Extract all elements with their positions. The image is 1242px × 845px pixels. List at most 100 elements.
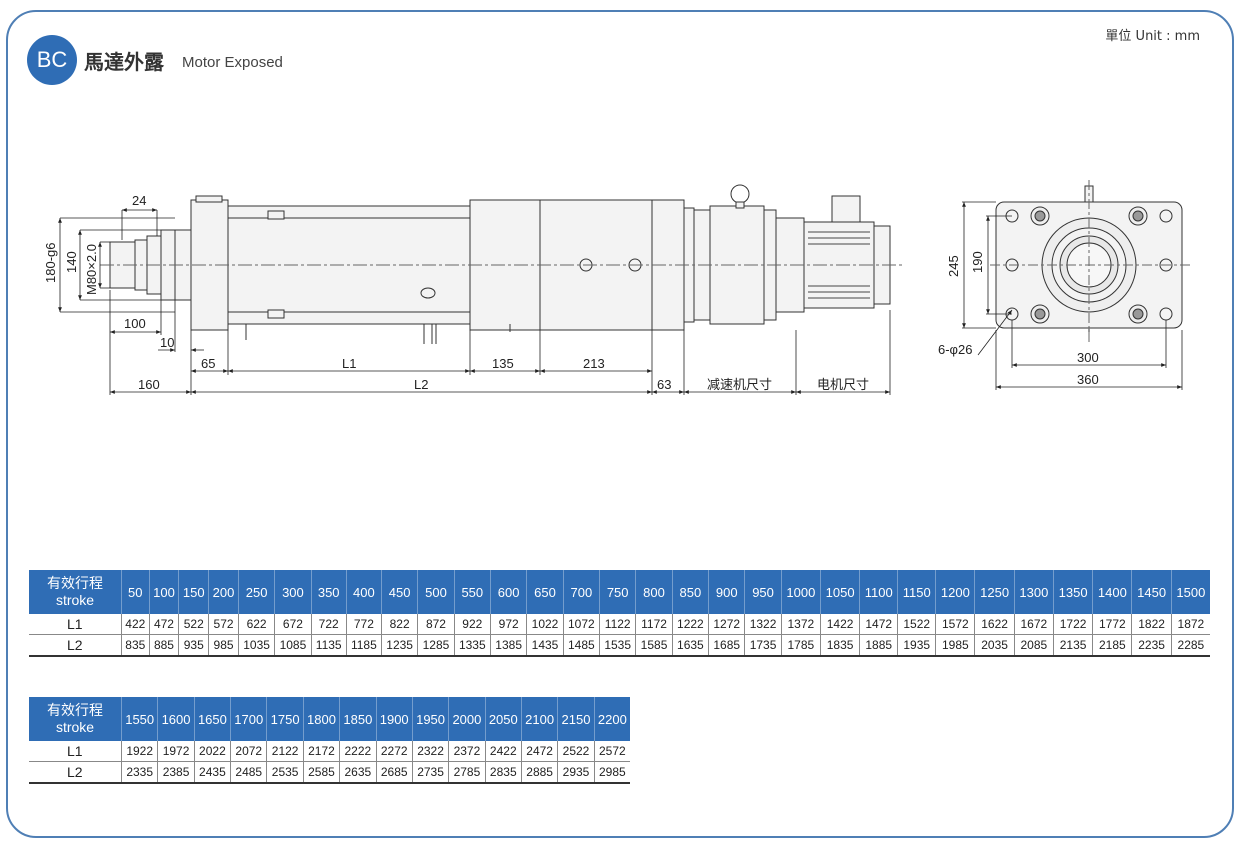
table-cell-l1: 2472: [520, 741, 558, 762]
dim-holes: 6-φ26: [938, 342, 972, 357]
stroke-header-cell: 250: [237, 570, 275, 614]
stroke-header-cell: 450: [380, 570, 418, 614]
table-cell-l2: 2235: [1131, 634, 1172, 657]
table-cell-l2: 2585: [302, 761, 340, 784]
table-cell-l2: 1185: [345, 634, 382, 657]
table-cell-l1: 2422: [484, 741, 522, 762]
stroke-header-cell: 2100: [520, 697, 558, 741]
table-cell-l2: 935: [178, 634, 209, 657]
table-cell-l2: 1585: [635, 634, 673, 657]
table-cell-l1: 2522: [557, 741, 595, 762]
table-cell-l1: 1072: [562, 614, 600, 635]
stroke-header-cell: 1200: [935, 570, 975, 614]
table-cell-l1: 1222: [671, 614, 709, 635]
table-cell-l1: 1822: [1131, 614, 1172, 635]
table-cell-l2: 1885: [859, 634, 898, 657]
table-cell-l1: 2372: [448, 741, 486, 762]
lifting-eye: [730, 184, 750, 204]
stroke-header-cell: 1350: [1052, 570, 1093, 614]
section-badge: BC: [27, 35, 77, 85]
table-cell-l2: 1685: [708, 634, 745, 657]
row-label: L1: [28, 614, 122, 635]
table-cell-l2: 835: [121, 634, 150, 657]
header-label-en: stroke: [55, 719, 95, 735]
table-cell-l2: 2835: [484, 761, 522, 784]
table-cell-l2: 1835: [819, 634, 860, 657]
dim-l1: L1: [342, 356, 356, 371]
dim-360: 360: [1077, 372, 1099, 387]
side-view: [100, 184, 905, 344]
header-label-en: stroke: [55, 592, 95, 608]
table-cell-l2: 885: [148, 634, 179, 657]
table-cell-l2: 2185: [1092, 634, 1132, 657]
stroke-header-cell: 1900: [375, 697, 413, 741]
table-cell-l1: 2072: [230, 741, 267, 762]
stroke-header-cell: 1950: [411, 697, 449, 741]
table-cell-l1: 2022: [193, 741, 231, 762]
table-cell-l2: 1085: [274, 634, 312, 657]
table-cell-l2: 1785: [780, 634, 821, 657]
dim-245: 245: [946, 255, 961, 277]
stroke-header-cell: 900: [708, 570, 745, 614]
stroke-header-cell: 200: [208, 570, 239, 614]
table-cell-l1: 472: [148, 614, 179, 635]
page-frame: [6, 10, 1234, 838]
table-cell-l2: 2285: [1170, 634, 1210, 657]
table-cell-l1: 2172: [302, 741, 340, 762]
dim-reducer: 减速机尺寸: [707, 377, 772, 392]
table-cell-l1: 1572: [935, 614, 975, 635]
stroke-header-cell: 1800: [302, 697, 340, 741]
table-cell-l2: 1435: [526, 634, 564, 657]
table-cell-l2: 1535: [599, 634, 636, 657]
title-english: Motor Exposed: [182, 54, 283, 71]
header-cell-stroke: 有效行程 stroke: [28, 570, 122, 614]
table-cell-l1: 1622: [974, 614, 1015, 635]
stroke-header-cell: 300: [274, 570, 312, 614]
table-cell-l2: 2935: [557, 761, 595, 784]
table-cell-l1: 2272: [375, 741, 413, 762]
row-label: L1: [28, 741, 122, 762]
table-cell-l2: 2035: [974, 634, 1015, 657]
stroke-header-cell: 950: [744, 570, 782, 614]
dim-190: 190: [970, 251, 985, 273]
stroke-header-cell: 1400: [1092, 570, 1132, 614]
dim-213: 213: [583, 356, 605, 371]
table-cell-l1: 1472: [859, 614, 898, 635]
stroke-header-cell: 1000: [780, 570, 821, 614]
stroke-header-cell: 1450: [1131, 570, 1172, 614]
table-cell-l2: 1935: [897, 634, 936, 657]
table-cell-l2: 2985: [593, 761, 630, 784]
table-cell-l1: 1872: [1170, 614, 1210, 635]
table-cell-l2: 2085: [1013, 634, 1054, 657]
header-label-zh: 有效行程: [47, 575, 103, 591]
dim-65: 65: [201, 356, 215, 371]
table-cell-l2: 1385: [489, 634, 527, 657]
dim-135: 135: [492, 356, 514, 371]
table-cell-l1: 1322: [744, 614, 782, 635]
table-cell-l1: 822: [380, 614, 418, 635]
table-cell-l1: 622: [237, 614, 275, 635]
stroke-header-cell: 1050: [819, 570, 860, 614]
header-label-zh: 有效行程: [47, 702, 103, 718]
motor-connector: [831, 195, 861, 223]
table-cell-l1: 1722: [1052, 614, 1093, 635]
table-cell-l1: 572: [208, 614, 239, 635]
stroke-header-cell: 2000: [448, 697, 486, 741]
row-label: L2: [28, 761, 122, 784]
dim-l2: L2: [414, 377, 428, 392]
table-cell-l2: 1035: [237, 634, 275, 657]
unit-label: 單位 Unit : mm: [1105, 29, 1200, 44]
stroke-header-cell: 1100: [859, 570, 898, 614]
dim-100: 100: [124, 316, 146, 331]
stroke-header-cell: 1750: [266, 697, 304, 741]
table-cell-l2: 1135: [310, 634, 347, 657]
table-cell-l1: 1672: [1013, 614, 1054, 635]
table-cell-l2: 2885: [520, 761, 558, 784]
stroke-header-cell: 2150: [557, 697, 595, 741]
stroke-header-cell: 400: [345, 570, 382, 614]
stroke-header-cell: 1300: [1013, 570, 1054, 614]
table-cell-l2: 2735: [411, 761, 449, 784]
